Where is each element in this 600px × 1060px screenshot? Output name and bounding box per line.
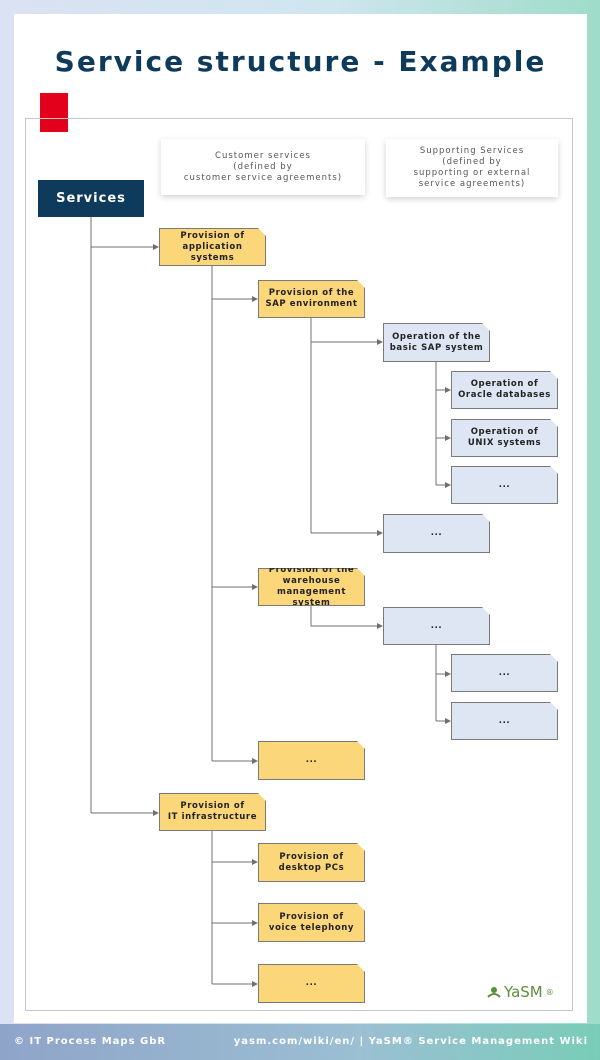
node-ellipsis-2[interactable]: ... [383,514,490,553]
yasm-logo-mark: ® [545,987,554,997]
supporting-services-header: Supporting Services (defined by supporti… [386,139,558,197]
node-application-systems[interactable]: Provision of application systems [159,228,266,266]
node-voice-telephony[interactable]: Provision of voice telephony [258,903,365,942]
node-ellipsis-7[interactable]: ... [258,964,365,1003]
node-it-infrastructure[interactable]: Provision of IT infrastructure [159,793,266,831]
footer-bar: © IT Process Maps GbR yasm.com/wiki/en/ … [0,1024,600,1060]
node-warehouse-management[interactable]: Provision of the warehouse management sy… [258,568,365,606]
node-ellipsis-4[interactable]: ... [451,654,558,692]
footer-copyright: © IT Process Maps GbR [14,1036,167,1047]
page-title: Service structure - Example [54,45,547,78]
node-oracle-databases[interactable]: Operation of Oracle databases [451,371,558,409]
node-ellipsis-6[interactable]: ... [258,741,365,780]
node-ellipsis-5[interactable]: ... [451,702,558,740]
yasm-logo-icon [487,987,501,998]
node-desktop-pcs[interactable]: Provision of desktop PCs [258,843,365,882]
node-basic-sap-system[interactable]: Operation of the basic SAP system [383,323,490,362]
diagram-frame [25,118,573,1011]
node-sap-environment[interactable]: Provision of the SAP environment [258,280,365,318]
node-ellipsis-3[interactable]: ... [383,607,490,645]
services-root[interactable]: Services [38,180,144,217]
node-ellipsis-1[interactable]: ... [451,466,558,504]
customer-services-header: Customer services (defined by customer s… [161,139,365,195]
node-unix-systems[interactable]: Operation of UNIX systems [451,419,558,457]
footer-link[interactable]: yasm.com/wiki/en/ | YaSM® Service Manage… [233,1036,588,1047]
yasm-logo: YaSM® [487,982,554,1002]
yasm-logo-text: YaSM [504,983,543,1001]
brand-red-mark [40,93,68,132]
